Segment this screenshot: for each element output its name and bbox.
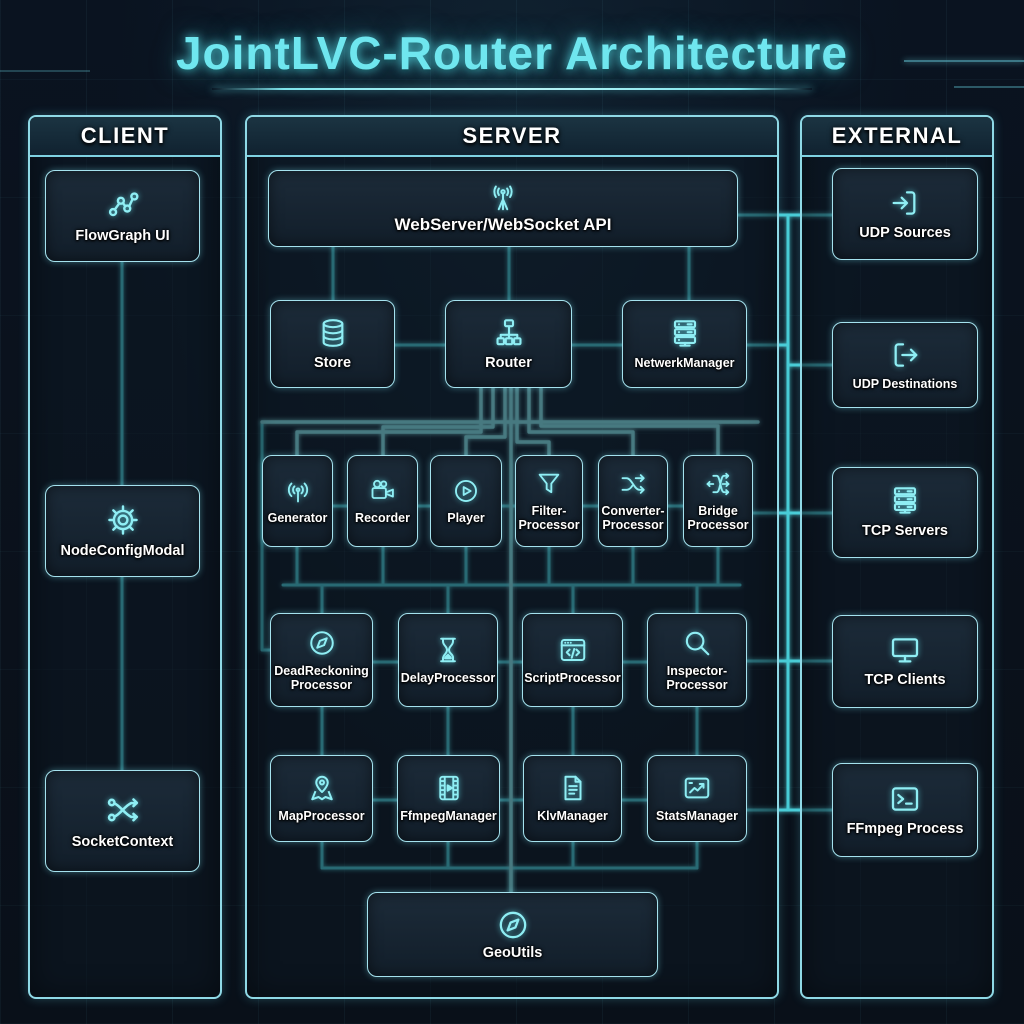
title-divider: [212, 88, 812, 90]
node-label: StatsManager: [656, 809, 738, 824]
magnifier-icon: [682, 628, 712, 658]
node-label: ScriptProcessor: [524, 670, 621, 685]
server-rack-icon: [889, 485, 921, 517]
bridge-arrows-icon: [704, 470, 732, 498]
node-router: Router: [445, 300, 572, 388]
login-icon: [889, 187, 921, 219]
node-label: Bridge Processor: [687, 503, 749, 532]
page-title: JointLVC-Router Architecture: [175, 27, 849, 79]
node-ffmpegmanager: FfmpegManager: [397, 755, 500, 842]
node-label: FFmpeg Process: [846, 820, 964, 837]
node-delayprocessor: DelayProcessor: [398, 613, 498, 707]
node-store: Store: [270, 300, 395, 388]
play-circle-icon: [452, 477, 480, 505]
node-label: GeoUtils: [482, 944, 543, 961]
node-bridge-processor: Bridge Processor: [683, 455, 753, 547]
node-label: SocketContext: [71, 833, 174, 850]
server-rack-icon: [669, 318, 701, 350]
antenna-icon: [488, 183, 518, 213]
flow-graph-icon: [106, 188, 140, 222]
node-inspector-processor: Inspector-Processor: [647, 613, 747, 707]
sitemap-icon: [493, 317, 525, 349]
monitor-icon: [889, 634, 921, 666]
node-label: TCP Clients: [864, 672, 946, 689]
node-converter-processor: Converter-Processor: [598, 455, 668, 547]
node-label: FfmpegManager: [400, 809, 497, 824]
logout-icon: [889, 339, 921, 371]
node-geoutils: GeoUtils: [367, 892, 658, 977]
document-icon: [558, 773, 588, 803]
node-klvmanager: KlvManager: [523, 755, 622, 842]
node-socketcontext: SocketContext: [45, 770, 200, 872]
node-udp-sources: UDP Sources: [832, 168, 978, 260]
film-strip-icon: [434, 773, 464, 803]
node-label: Recorder: [355, 510, 410, 525]
node-label: KlvManager: [537, 809, 608, 824]
node-label: Player: [447, 510, 485, 525]
node-label: NetwerkManager: [634, 355, 735, 370]
node-label: DeadReckoning Processor: [274, 663, 369, 692]
node-label: WebServer/WebSocket API: [394, 214, 612, 234]
node-label: Generator: [267, 510, 328, 525]
video-camera-icon: [369, 477, 397, 505]
node-scriptprocessor: ScriptProcessor: [522, 613, 623, 707]
node-flowgraph-ui: FlowGraph UI: [45, 170, 200, 262]
server-column-header: SERVER: [247, 117, 777, 157]
gear-icon: [106, 503, 140, 537]
node-filter-processor: Filter-Processor: [515, 455, 583, 547]
code-window-icon: [558, 635, 588, 665]
shuffle-icon: [105, 792, 141, 828]
node-label: DelayProcessor: [400, 670, 496, 685]
node-label: Filter-Processor: [518, 503, 580, 532]
node-label: Converter-Processor: [601, 503, 665, 532]
chart-icon: [682, 773, 712, 803]
funnel-icon: [535, 470, 563, 498]
node-label: Inspector-Processor: [666, 663, 728, 692]
node-webserver-websocket-api: WebServer/WebSocket API: [268, 170, 738, 247]
node-statsmanager: StatsManager: [647, 755, 747, 842]
terminal-icon: [889, 783, 921, 815]
node-ffmpeg-process: FFmpeg Process: [832, 763, 978, 857]
node-label: FlowGraph UI: [75, 227, 170, 244]
broadcast-icon: [284, 477, 312, 505]
server-column: SERVER: [245, 115, 779, 999]
node-nodeconfigmodal: NodeConfigModal: [45, 485, 200, 577]
client-column-header: CLIENT: [30, 117, 220, 157]
compass-icon: [307, 628, 337, 658]
node-deadreckoning-processor: DeadReckoning Processor: [270, 613, 373, 707]
node-udp-destinations: UDP Destinations: [832, 322, 978, 408]
node-label: MapProcessor: [278, 809, 365, 824]
node-generator: Generator: [262, 455, 333, 547]
map-pin-icon: [307, 773, 337, 803]
external-column-header: EXTERNAL: [802, 117, 992, 157]
node-netwerkmanager: NetwerkManager: [622, 300, 747, 388]
node-label: TCP Servers: [862, 523, 948, 540]
node-mapprocessor: MapProcessor: [270, 755, 373, 842]
node-label: Router: [485, 354, 532, 371]
node-recorder: Recorder: [347, 455, 418, 547]
circuit-decoration: [954, 86, 1024, 88]
node-tcp-servers: TCP Servers: [832, 467, 978, 558]
shuffle-icon: [619, 470, 647, 498]
node-label: NodeConfigModal: [60, 542, 185, 559]
node-player: Player: [430, 455, 502, 547]
node-tcp-clients: TCP Clients: [832, 615, 978, 708]
node-label: UDP Destinations: [852, 376, 958, 391]
node-label: UDP Sources: [859, 224, 951, 241]
hourglass-icon: [433, 635, 463, 665]
node-label: Store: [313, 354, 352, 371]
database-icon: [317, 317, 349, 349]
compass-icon: [496, 908, 530, 942]
